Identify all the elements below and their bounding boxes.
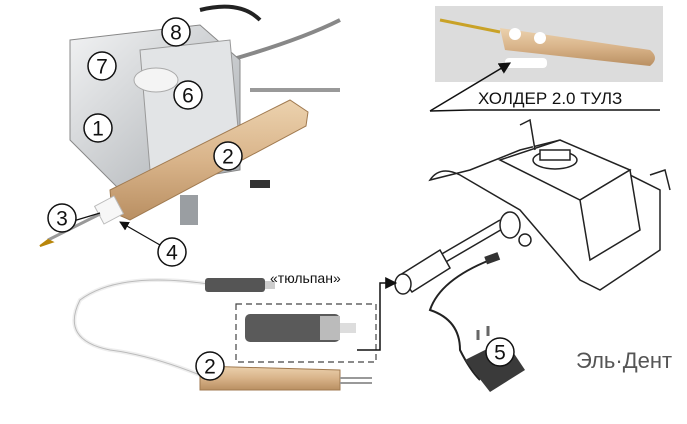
callout-2-cable: 2	[195, 351, 225, 381]
svg-text:7: 7	[96, 56, 108, 79]
callout-4-pointer	[119, 221, 161, 246]
holder-arrow	[429, 62, 512, 112]
connector-dashed-box	[235, 303, 377, 363]
station-line-drawing	[394, 118, 671, 295]
callout-2-handle: 2	[213, 141, 243, 171]
callout-8: 8	[161, 17, 191, 47]
svg-text:3: 3	[56, 208, 68, 231]
callout-5: 5	[485, 337, 515, 367]
svg-text:1: 1	[92, 118, 104, 141]
callout-1: 1	[83, 113, 113, 143]
svg-text:5: 5	[494, 342, 506, 365]
svg-text:4: 4	[166, 242, 178, 265]
svg-text:6: 6	[182, 85, 194, 108]
svg-text:2: 2	[204, 356, 216, 379]
callout-7: 7	[87, 51, 117, 81]
svg-text:8: 8	[170, 22, 182, 45]
holder-photo	[435, 6, 663, 82]
svg-text:2: 2	[222, 146, 234, 169]
power-adapter	[428, 252, 525, 392]
callout-4: 4	[157, 237, 187, 267]
rca-plug-small	[205, 278, 275, 292]
burner-station-photo	[39, 4, 341, 247]
callout-3: 3	[47, 203, 77, 233]
connector-arrow	[357, 277, 398, 351]
rca-plug-large	[245, 314, 356, 342]
holder-leader-line	[429, 109, 660, 112]
handpiece-cable	[72, 278, 372, 391]
connector-label: «тюльпан»	[270, 270, 341, 286]
brand-logo-text: Эль·Дент	[576, 348, 672, 373]
callout-6: 6	[173, 80, 203, 110]
holder-label: ХОЛДЕР 2.0 ТУЛЗ	[478, 89, 622, 108]
